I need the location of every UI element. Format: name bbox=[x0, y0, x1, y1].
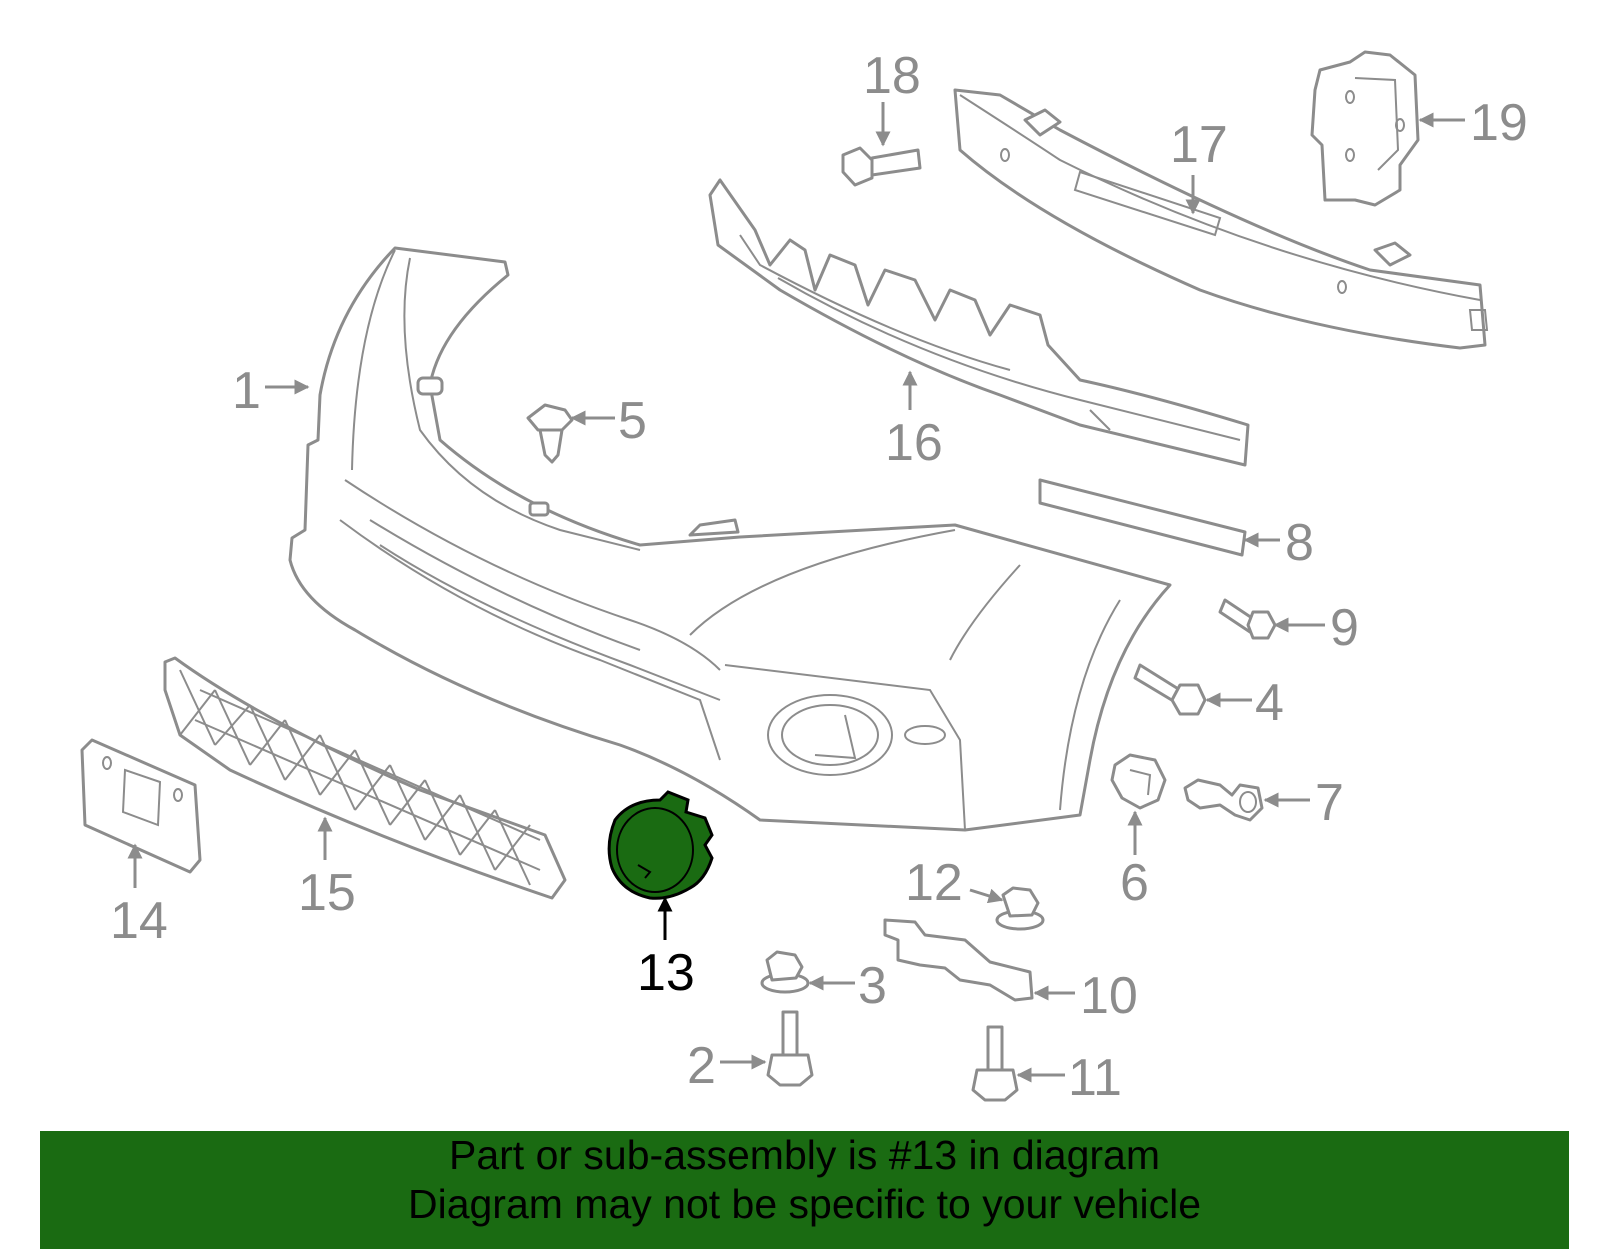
sensor-holder-part-7 bbox=[1183, 778, 1264, 822]
strip-part-8 bbox=[1038, 478, 1247, 557]
sensor-part-6 bbox=[1110, 753, 1167, 810]
stud-part-4 bbox=[1133, 663, 1207, 716]
callout-3: 3 bbox=[858, 957, 887, 1015]
callout-11: 11 bbox=[1068, 1049, 1122, 1107]
callout-9: 9 bbox=[1330, 599, 1359, 657]
callout-13: 13 bbox=[637, 944, 695, 1002]
banner-line-2: Diagram may not be specific to your vehi… bbox=[407, 1181, 1201, 1227]
callout-8: 8 bbox=[1285, 514, 1314, 572]
callout-14: 14 bbox=[110, 892, 168, 950]
nut-part-3 bbox=[760, 950, 810, 994]
callout-18: 18 bbox=[863, 47, 921, 105]
leader-lines bbox=[127, 102, 1465, 1083]
callout-12: 12 bbox=[905, 854, 963, 912]
bracket-part-10 bbox=[883, 918, 1034, 1002]
callout-4: 4 bbox=[1255, 674, 1284, 732]
bumper-reinforcement-part-17 bbox=[953, 88, 1489, 350]
callout-2: 2 bbox=[687, 1037, 716, 1095]
callout-7: 7 bbox=[1315, 774, 1344, 832]
callout-5: 5 bbox=[618, 392, 647, 450]
info-banner: Part or sub-assembly is #13 in diagram D… bbox=[40, 1131, 1569, 1249]
callout-6: 6 bbox=[1120, 854, 1149, 912]
fog-cover-part-13-highlighted bbox=[607, 790, 714, 900]
nut-part-12 bbox=[995, 886, 1045, 931]
lower-grille-part-15 bbox=[163, 656, 567, 900]
bolt-part-2 bbox=[766, 1010, 814, 1087]
callout-15: 15 bbox=[298, 864, 356, 922]
energy-absorber-part-16 bbox=[708, 178, 1250, 467]
clip-part-5 bbox=[526, 403, 574, 464]
bracket-part-19 bbox=[1310, 50, 1420, 207]
bolt-part-9 bbox=[1218, 598, 1277, 640]
callout-16: 16 bbox=[885, 414, 943, 472]
callout-10: 10 bbox=[1080, 967, 1138, 1025]
callout-1: 1 bbox=[232, 362, 261, 420]
bolt-part-18 bbox=[841, 146, 922, 187]
callout-19: 19 bbox=[1470, 94, 1528, 152]
banner-line-1: Part or sub-assembly is #13 in diagram bbox=[449, 1132, 1160, 1178]
bumper-cover-part-1 bbox=[288, 246, 1172, 832]
callout-17: 17 bbox=[1170, 116, 1228, 174]
bolt-part-11 bbox=[971, 1025, 1019, 1102]
callout-labels: 1 2 3 4 5 6 7 8 9 10 11 12 13 14 15 16 1… bbox=[110, 47, 1528, 1107]
license-bracket-part-14 bbox=[80, 738, 202, 874]
